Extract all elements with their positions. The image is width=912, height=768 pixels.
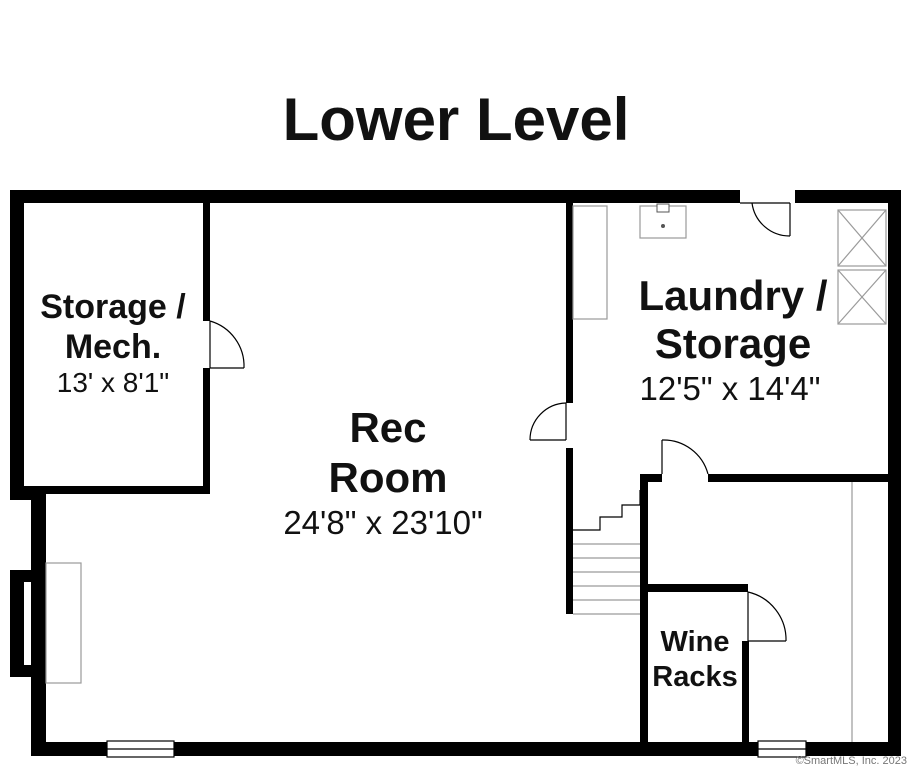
- exterior-door: [740, 202, 791, 237]
- room-dimensions: 24'8" x 23'10": [283, 504, 482, 541]
- copyright-text: ©SmartMLS, Inc. 2023: [796, 755, 907, 767]
- washer-icon: [837, 209, 887, 267]
- window-bottom-left: [106, 740, 175, 758]
- laundry-door: [529, 402, 567, 441]
- room-laundry-storage: Laundry / Storage 12'5" x 14'4": [638, 272, 827, 407]
- staircase: [573, 490, 641, 615]
- window-bottom-right: [757, 740, 807, 758]
- room-name: Racks: [652, 661, 737, 693]
- room-dimensions: 12'5" x 14'4": [640, 370, 821, 407]
- fireplace-hearth: [45, 562, 82, 684]
- room-rec-room: Rec Room 24'8" x 23'10": [283, 404, 482, 541]
- room-storage-mech: Storage / Mech. 13' x 8'1": [40, 288, 186, 398]
- room-name: Room: [329, 454, 448, 501]
- room-name: Mech.: [65, 328, 161, 366]
- room-dimensions: 13' x 8'1": [57, 367, 169, 398]
- storage-door: [209, 320, 245, 369]
- wine-door: [747, 591, 787, 642]
- room-name: Wine: [660, 626, 729, 658]
- dryer-icon: [837, 269, 887, 325]
- utility-door: [661, 439, 709, 475]
- interior-walls: [10, 203, 893, 746]
- laundry-counter: [572, 205, 608, 320]
- sink-icon: [639, 203, 687, 239]
- room-name: Storage /: [40, 288, 186, 326]
- room-wine-racks: Wine Racks: [652, 626, 737, 693]
- room-name: Rec: [349, 404, 426, 451]
- room-name: Laundry /: [638, 272, 827, 319]
- room-name: Storage: [655, 320, 811, 367]
- floor-title: Lower Level: [283, 86, 630, 153]
